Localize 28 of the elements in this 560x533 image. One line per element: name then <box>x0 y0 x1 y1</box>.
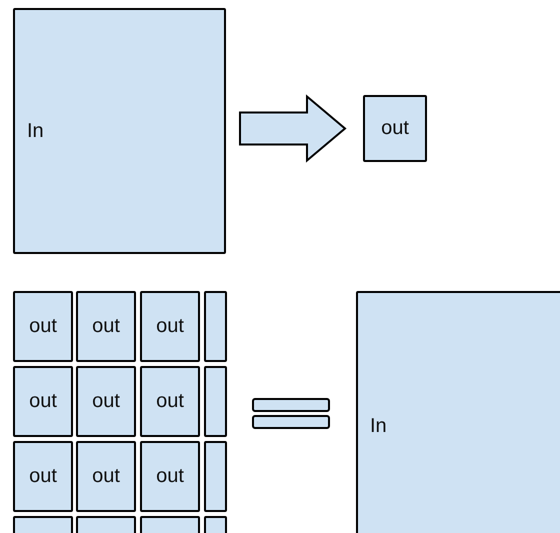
block-label: out <box>156 390 184 413</box>
block-label: out <box>92 390 120 413</box>
block <box>13 366 73 437</box>
block <box>76 291 136 362</box>
block <box>76 441 136 512</box>
partial-block <box>204 366 227 437</box>
block-label: In <box>370 414 387 438</box>
block <box>13 291 73 362</box>
block <box>76 366 136 437</box>
block-arrow <box>239 94 347 163</box>
block-label: out <box>92 465 120 488</box>
partial-block <box>204 291 227 362</box>
block <box>363 95 427 162</box>
block <box>13 441 73 512</box>
block <box>356 291 560 533</box>
block <box>13 8 226 254</box>
block <box>140 441 200 512</box>
block <box>140 366 200 437</box>
block <box>140 291 200 362</box>
block-label: out <box>92 315 120 338</box>
block-label: In <box>27 120 44 142</box>
block-label: out <box>29 465 57 488</box>
block-label: out <box>156 315 184 338</box>
partial-block <box>204 441 227 512</box>
block-label: out <box>381 117 409 140</box>
block-label: out <box>29 390 57 413</box>
block-label: out <box>29 315 57 338</box>
block-label: out <box>156 465 184 488</box>
